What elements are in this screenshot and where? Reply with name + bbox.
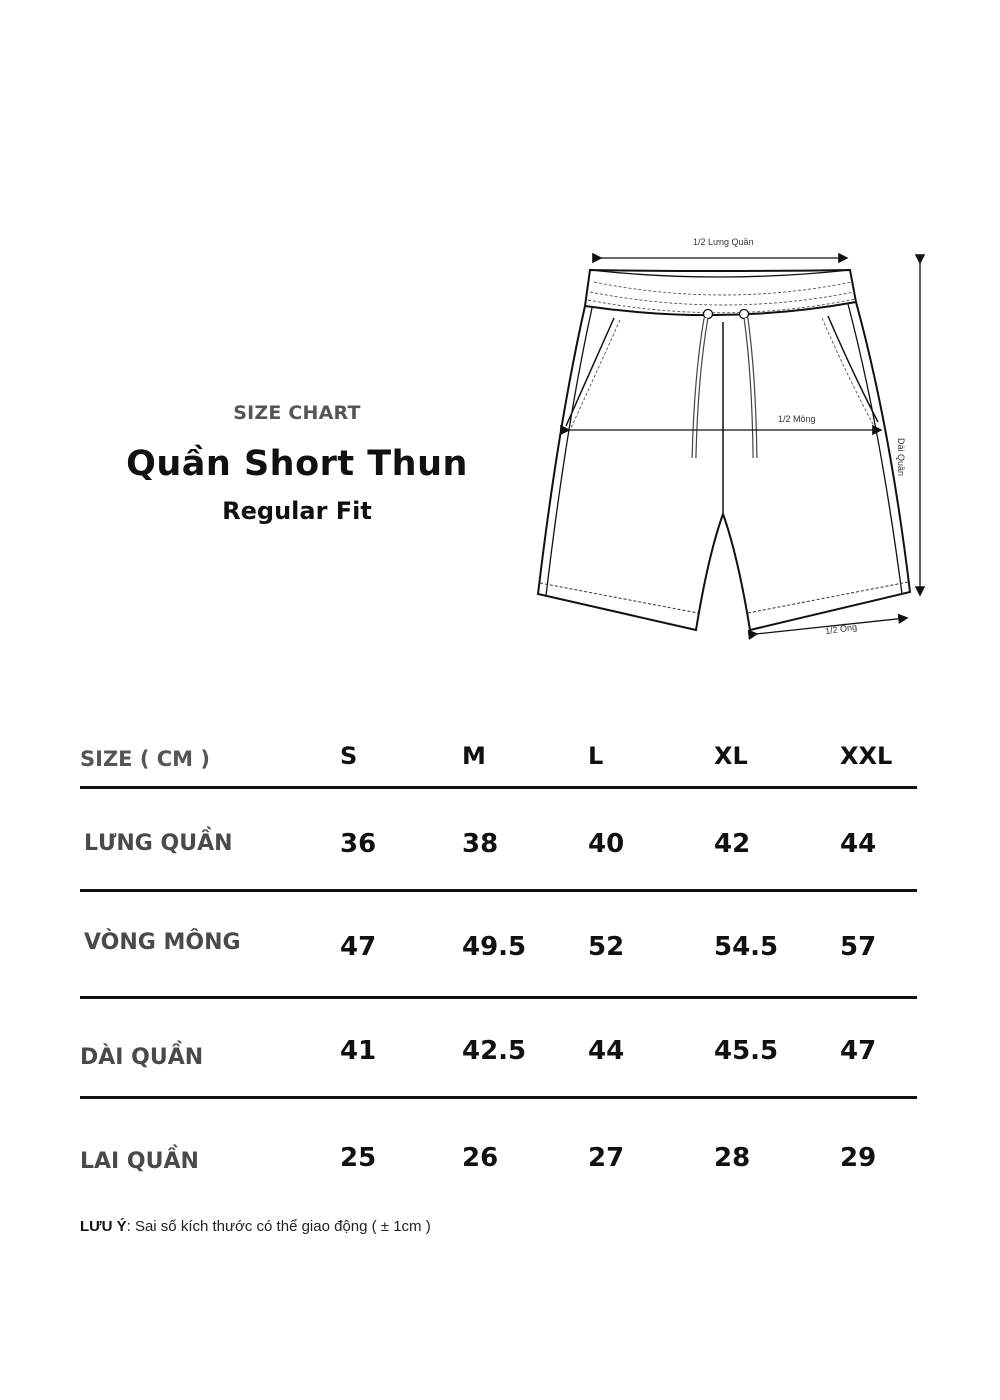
- fit-subtitle: Regular Fit: [222, 497, 372, 525]
- row-value: 47: [340, 932, 377, 962]
- size-header: M: [462, 742, 486, 770]
- row-value: 47: [840, 1036, 877, 1066]
- row-value: 28: [714, 1143, 751, 1173]
- size-header: XXL: [840, 742, 893, 770]
- shorts-measurement-diagram: 1/2 Lưng Quần 1/2 Mông Dài Quần 1/2 Ống: [528, 226, 948, 656]
- tolerance-note: LƯU Ý: Sai số kích thước có thể giao độn…: [80, 1218, 431, 1235]
- title-block: SIZE CHART Quần Short Thun Regular Fit: [100, 396, 494, 528]
- note-prefix: LƯU Ý: [80, 1218, 127, 1235]
- size-header: S: [340, 742, 358, 770]
- row-value: 49.5: [462, 932, 527, 962]
- row-value: 44: [840, 829, 877, 859]
- row-value: 38: [462, 829, 499, 859]
- table-row: VÒNG MÔNG 47 49.5 52 54.5 57: [80, 892, 917, 999]
- row-value: 45.5: [714, 1036, 779, 1066]
- row-value: 36: [340, 829, 377, 859]
- shorts-outline-icon: [536, 252, 926, 640]
- row-value: 25: [340, 1143, 377, 1173]
- row-value: 41: [340, 1036, 377, 1066]
- product-title: Quần Short Thun: [126, 444, 468, 484]
- row-label: VÒNG MÔNG: [84, 930, 241, 955]
- row-value: 42.5: [462, 1036, 527, 1066]
- row-label: DÀI QUẦN: [80, 1045, 204, 1070]
- eyebrow-label: SIZE CHART: [233, 402, 361, 424]
- size-header: L: [588, 742, 604, 770]
- row-value: 57: [840, 932, 877, 962]
- size-table: SIZE ( CM ) S M L XL XXL LƯNG QUẦN 36 38…: [80, 733, 917, 1199]
- unit-label: SIZE ( CM ): [80, 747, 210, 771]
- table-row: DÀI QUẦN 41 42.5 44 45.5 47: [80, 999, 917, 1099]
- row-value: 40: [588, 829, 625, 859]
- size-header: XL: [714, 742, 748, 770]
- note-text: : Sai số kích thước có thể giao động ( ±…: [126, 1218, 431, 1235]
- row-value: 52: [588, 932, 625, 962]
- table-row: LƯNG QUẦN 36 38 40 42 44: [80, 789, 917, 892]
- table-row: LAI QUẦN 25 26 27 28 29: [80, 1099, 917, 1199]
- row-value: 27: [588, 1143, 625, 1173]
- row-value: 44: [588, 1036, 625, 1066]
- length-measure-label: Dài Quần: [896, 438, 906, 477]
- waist-measure-label: 1/2 Lưng Quần: [693, 237, 754, 247]
- hip-measure-label: 1/2 Mông: [778, 414, 816, 424]
- row-value: 26: [462, 1143, 499, 1173]
- row-value: 54.5: [714, 932, 779, 962]
- row-label: LƯNG QUẦN: [84, 831, 233, 856]
- table-header-row: SIZE ( CM ) S M L XL XXL: [80, 733, 917, 789]
- row-value: 42: [714, 829, 751, 859]
- row-value: 29: [840, 1143, 877, 1173]
- row-label: LAI QUẦN: [80, 1149, 199, 1174]
